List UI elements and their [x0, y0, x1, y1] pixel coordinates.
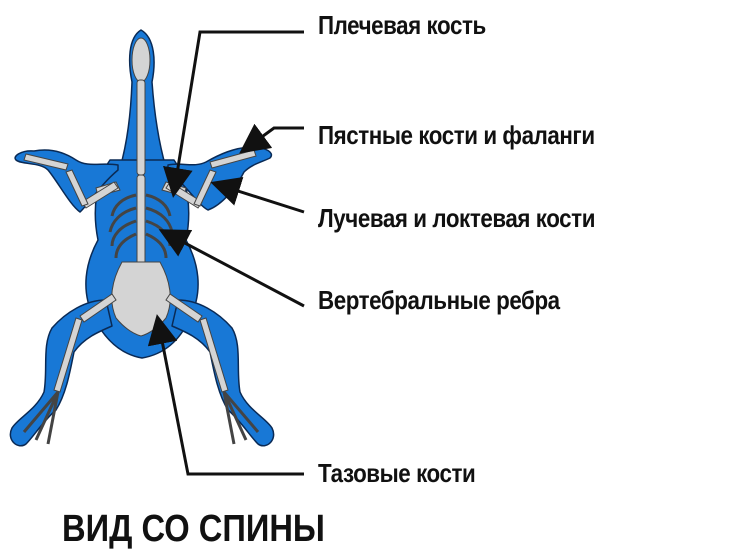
skull [132, 38, 150, 82]
label-pelvis: Тазовые кости [318, 458, 475, 489]
neck-vertebrae [137, 80, 145, 175]
spine [137, 175, 145, 270]
label-vertebral-ribs: Вертебральные ребра [318, 285, 560, 316]
pointer-radius-ulna [216, 184, 304, 212]
label-metacarpals: Пястные кости и фаланги [318, 120, 595, 151]
bones [24, 38, 258, 444]
label-radius-ulna: Лучевая и локтевая кости [318, 203, 595, 234]
label-humerus: Плечевая кость [318, 10, 486, 41]
view-caption: ВИД СО СПИНЫ [62, 508, 325, 551]
